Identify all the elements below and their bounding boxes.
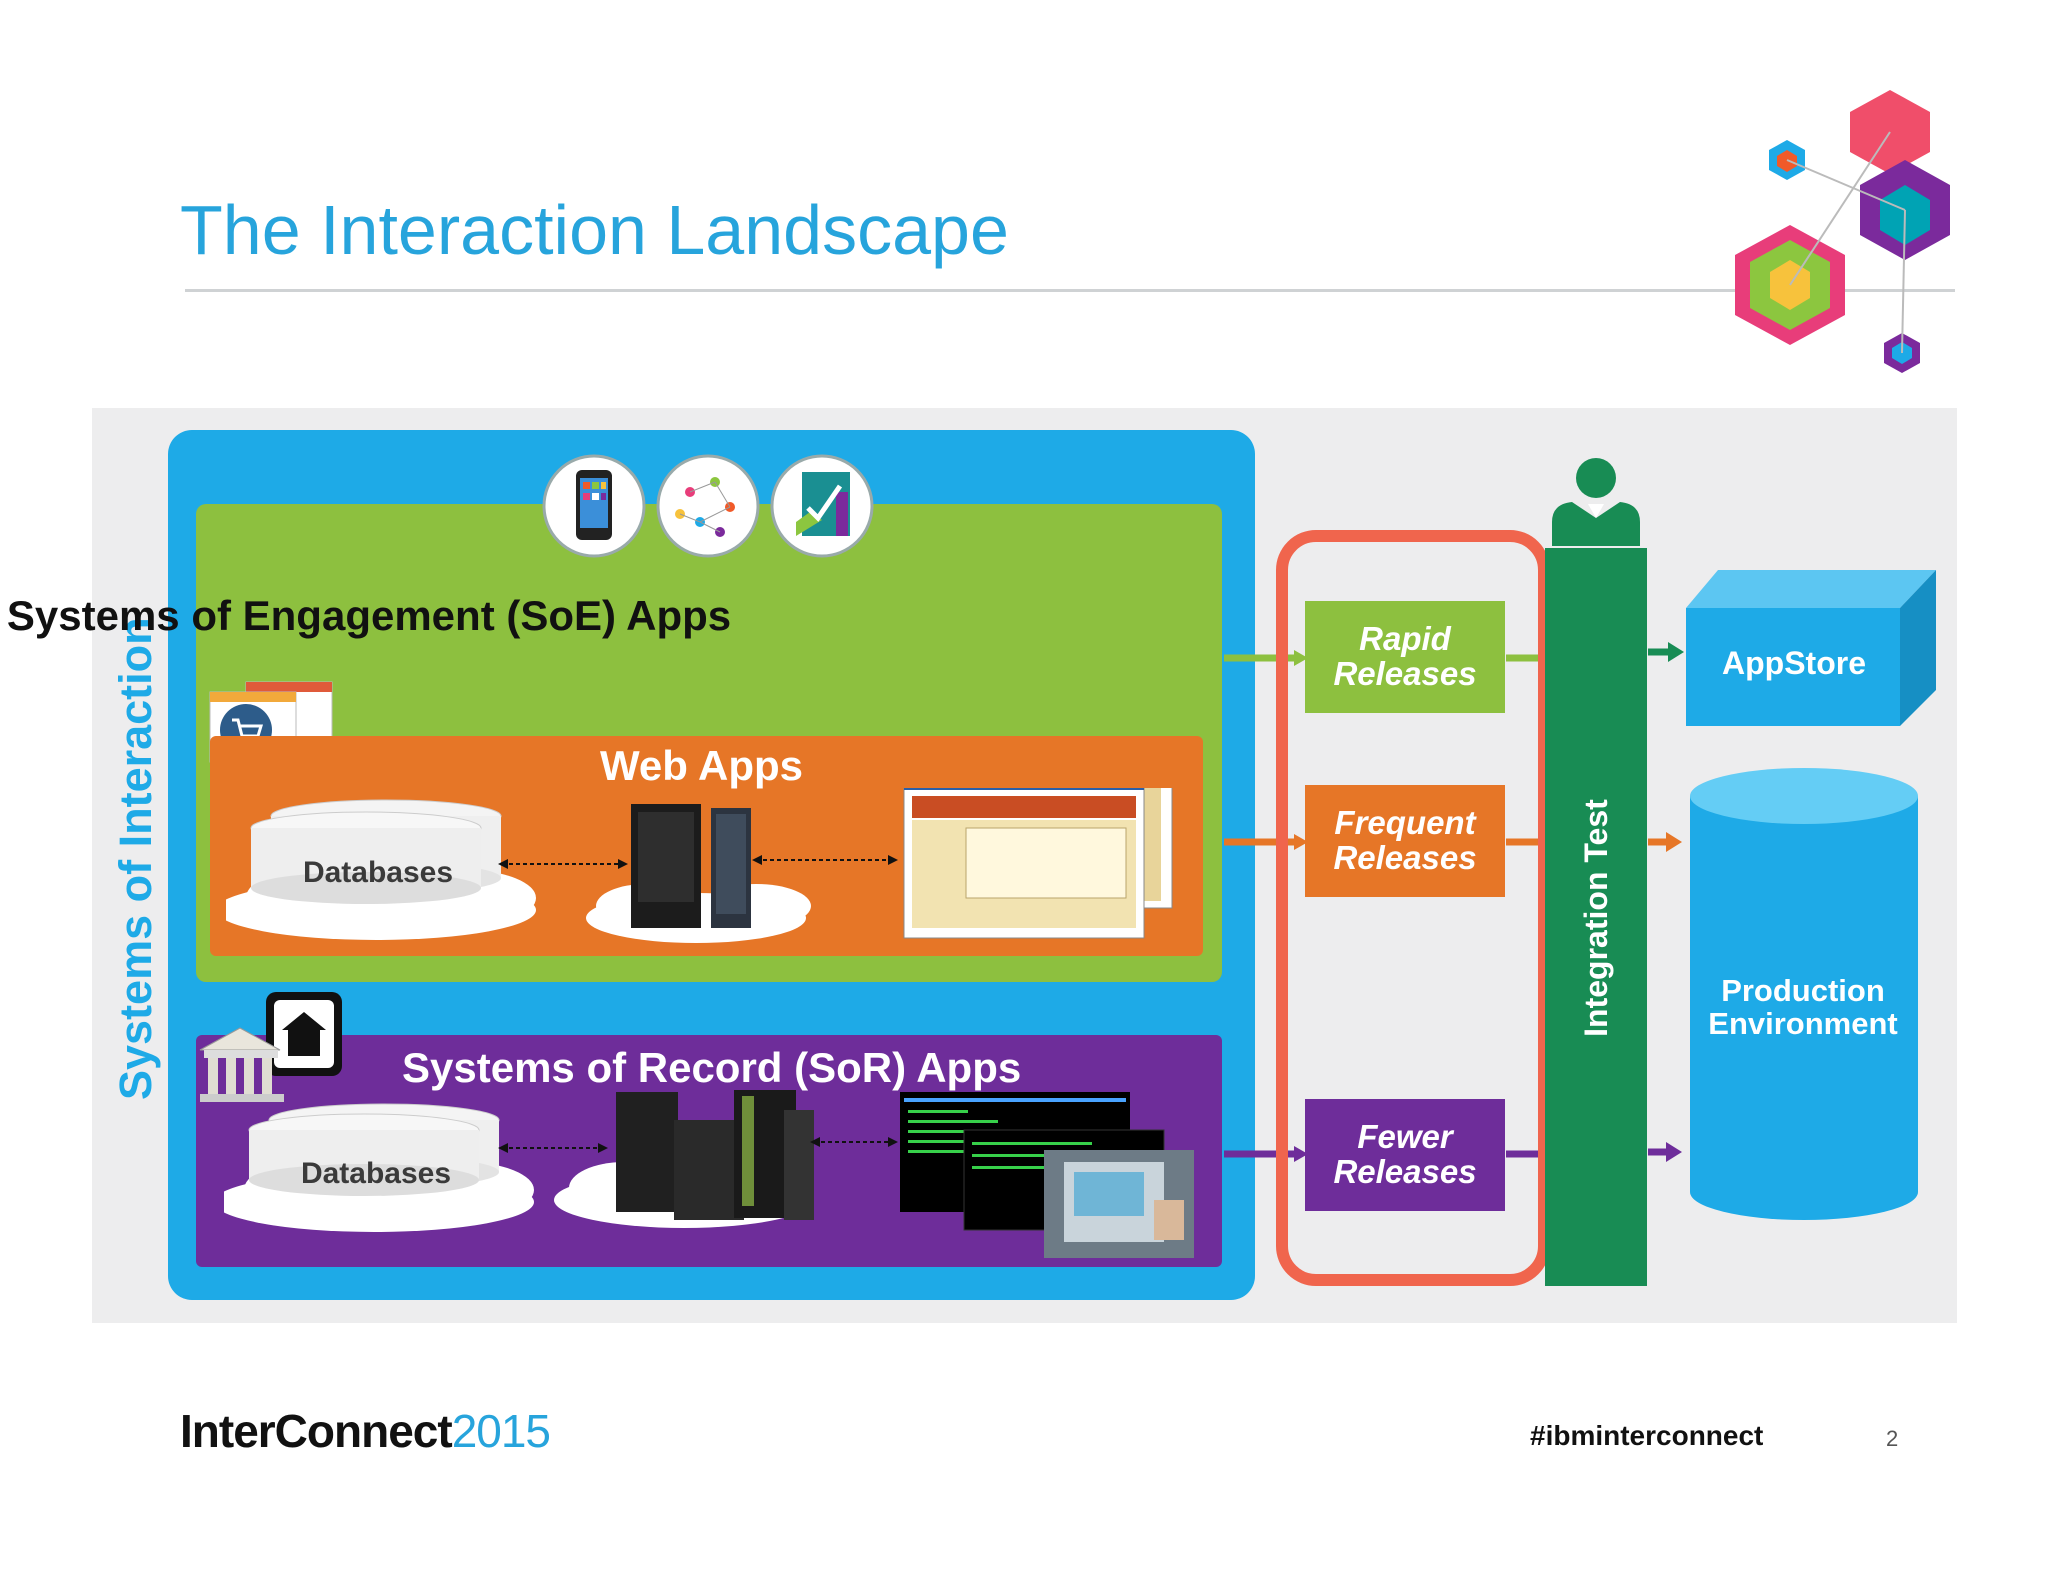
frequent-releases-line1: Frequent [1334,804,1476,842]
title-divider [185,289,1955,292]
brand-name: InterConnect [180,1405,453,1457]
engagement-icons [542,454,874,558]
production-cylinder [1690,768,1918,1220]
bank-atm-icon [199,992,342,1102]
rapid-releases-box: Rapid Releases [1305,601,1505,713]
database-label: Databases [302,856,454,889]
social-network-icon [656,454,760,558]
soe-title: Systems of Engagement (SoE) Apps [6,592,732,639]
appstore-label: AppStore [1722,645,1866,681]
fewer-releases-line1: Fewer [1357,1118,1453,1156]
production-line2: Environment [1708,1005,1898,1041]
database-icon [250,799,502,904]
analytics-icon [770,454,874,558]
atm-photo-icon [1044,1150,1194,1258]
rapid-releases-line2: Releases [1333,655,1477,692]
footer-hashtag: #ibminterconnect [1530,1420,1764,1451]
database-icon [248,1103,500,1196]
page-number: 2 [1886,1426,1899,1451]
hexagon-decoration [1735,90,1950,373]
page-title: The Interaction Landscape [180,191,1009,269]
fewer-releases-line2: Releases [1333,1153,1477,1190]
frequent-releases-box: Frequent Releases [1305,785,1505,897]
brand-year: 2015 [451,1405,551,1457]
connector-line [1789,131,1891,286]
integration-test-label: Integration Test [1578,799,1614,1037]
production-environment-label: Production Environment [1688,973,1918,1041]
sor-diagram [224,1090,1194,1258]
person-icon [1552,458,1640,546]
connector-arrow [498,1137,898,1153]
integration-test-bar [1545,548,1647,1286]
connector-arrow [498,855,898,869]
appstore-cube [1686,570,1936,726]
rapid-releases-line1: Rapid [1359,620,1451,658]
frequent-releases-line2: Releases [1333,839,1477,876]
server-rack-icon [631,804,751,928]
connector-line [1786,159,1906,211]
web-apps-title: Web Apps [600,742,804,789]
database-label: Databases [300,1157,452,1190]
connector-line [1901,209,1906,354]
web-apps-diagram [226,788,1173,943]
fewer-releases-box: Fewer Releases [1305,1099,1505,1211]
systems-of-interaction-label: Systems of Interaction [110,617,161,1100]
mobile-apps-icon [542,454,646,558]
production-line1: Production [1721,973,1885,1008]
sor-title: Systems of Record (SoR) Apps [402,1044,1022,1091]
footer-brand: InterConnect2015 [180,1404,551,1458]
browser-window-icon [903,788,1173,939]
mainframe-icon [616,1090,814,1220]
